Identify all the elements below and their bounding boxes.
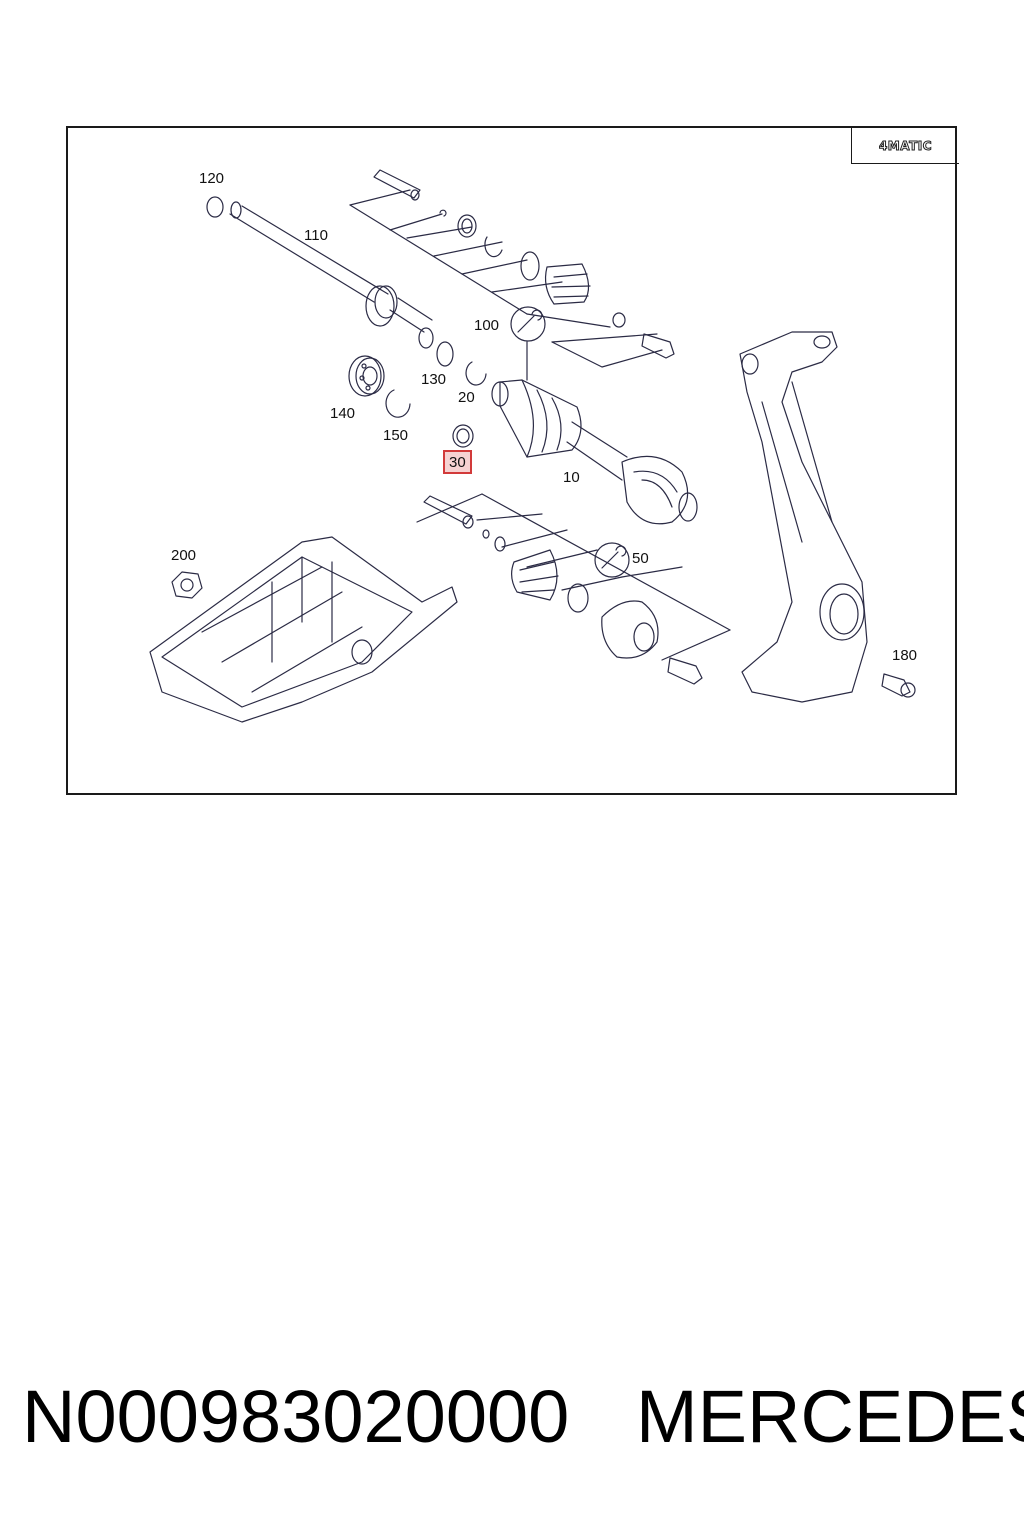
callout-140: 140 bbox=[330, 405, 356, 422]
callout-20: 20 bbox=[458, 389, 475, 406]
part-140-bearing bbox=[348, 355, 385, 397]
part-50-wrench-symbol bbox=[594, 542, 630, 578]
steering-knuckle bbox=[739, 331, 868, 703]
lower-leader-lines bbox=[416, 493, 731, 661]
oil-pan-housing bbox=[149, 536, 458, 723]
exploded-parts-drawing bbox=[149, 169, 916, 723]
upper-small-parts bbox=[373, 169, 675, 359]
callout-130: 130 bbox=[421, 371, 447, 388]
part-100-wrench-symbol bbox=[510, 306, 546, 342]
callout-120: 120 bbox=[199, 170, 225, 187]
part-110-shaft bbox=[229, 201, 434, 349]
part-130-ring bbox=[436, 341, 454, 367]
4matic-badge: 4MATIC bbox=[851, 128, 959, 164]
brand-name: MERCEDES bbox=[636, 1375, 1024, 1458]
upper-leader-lines bbox=[349, 189, 663, 381]
callout-200: 200 bbox=[171, 547, 197, 564]
callout-110: 110 bbox=[304, 227, 328, 244]
callout-100: 100 bbox=[474, 317, 500, 334]
part-20-circlip bbox=[465, 361, 487, 386]
callout-50: 50 bbox=[632, 550, 649, 567]
parts-diagram-frame: 4MATIC bbox=[66, 126, 959, 795]
callout-30-highlighted: 30 bbox=[443, 450, 472, 474]
part-number: N000983020000 bbox=[22, 1375, 570, 1458]
part-30-ring bbox=[452, 424, 474, 448]
part-180-bolt bbox=[881, 673, 916, 698]
callout-150: 150 bbox=[383, 427, 409, 444]
part-120-ring bbox=[206, 196, 224, 218]
part-150-circlip bbox=[385, 389, 411, 418]
4matic-badge-text: 4MATIC bbox=[878, 138, 933, 153]
part-10-driveshaft bbox=[491, 379, 698, 525]
part-200-nut bbox=[171, 571, 203, 599]
callout-180: 180 bbox=[892, 647, 918, 664]
callout-10: 10 bbox=[563, 469, 580, 486]
lower-small-parts bbox=[423, 495, 703, 685]
